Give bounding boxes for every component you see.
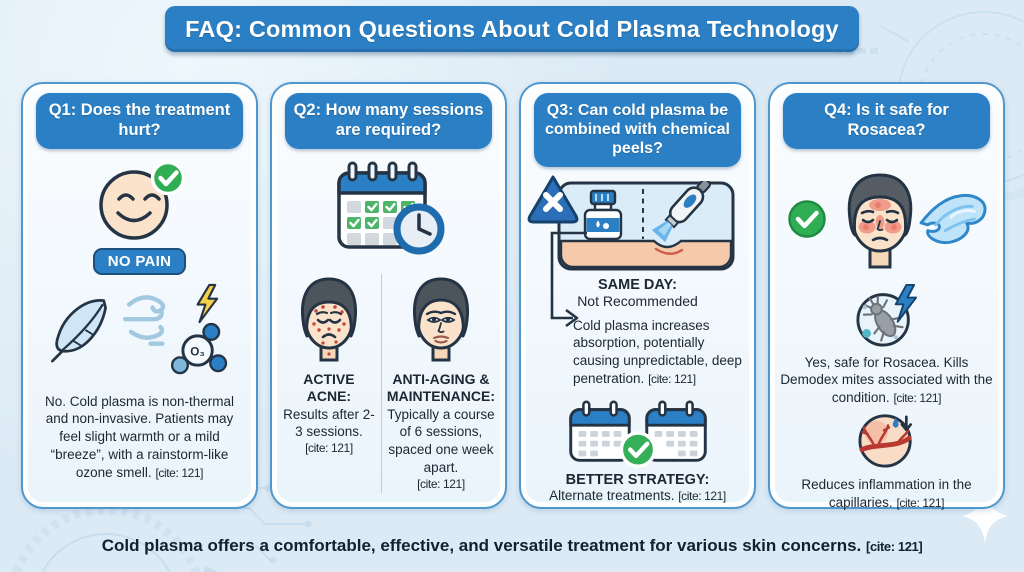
strategy-text: Alternate treatments. bbox=[549, 487, 675, 503]
active-acne-body: Results after 2-3 sessions. bbox=[283, 406, 375, 440]
q3-illustration bbox=[521, 175, 754, 275]
same-day-block: SAME DAY: Not Recommended bbox=[521, 277, 754, 309]
same-day-status: Not Recommended bbox=[577, 292, 698, 309]
acne-face-icon bbox=[300, 277, 357, 362]
q4-answer-1: Yes, safe for Rosacea. Kills Demodex mit… bbox=[780, 354, 993, 407]
check-icon bbox=[150, 160, 185, 195]
wind-icon bbox=[122, 294, 165, 346]
svg-text:O₃: O₃ bbox=[190, 345, 205, 358]
warning-x-icon bbox=[527, 175, 579, 224]
strategy-cite: [cite: 121] bbox=[678, 488, 726, 503]
q4-answer-2-text: Reduces inflammation in the capillaries. bbox=[801, 477, 972, 510]
anti-aging-title: ANTI-AGING & MAINTENANCE: bbox=[386, 370, 495, 405]
q4-question: Q4: Is it safe for Rosacea? bbox=[783, 93, 990, 149]
q1-answer-text: No. Cold plasma is non-thermal and non-i… bbox=[44, 393, 235, 480]
check-icon bbox=[619, 431, 656, 468]
clock-icon bbox=[393, 203, 444, 255]
q3-detail-text: Cold plasma increases absorption, potent… bbox=[573, 317, 742, 386]
q1-cite: [cite: 121] bbox=[155, 465, 204, 480]
active-acne-cite: [cite: 121] bbox=[305, 441, 353, 456]
capillary-icon bbox=[857, 414, 912, 468]
skin-layer bbox=[559, 239, 733, 268]
strategy-label: BETTER STRATEGY: bbox=[565, 471, 710, 488]
q3-question: Q3: Can cold plasma be combined with che… bbox=[534, 93, 741, 167]
q4-answer-1-text: Yes, safe for Rosacea. Kills Demodex mit… bbox=[780, 354, 993, 406]
q4-cite-2: [cite: 121] bbox=[896, 495, 945, 510]
ozone-molecule-icon: O₃ bbox=[170, 322, 227, 374]
connector-arrow bbox=[550, 231, 587, 328]
wind-lightning-ozone-cluster: O₃ bbox=[122, 283, 227, 374]
anti-aging-body: Typically a course of 6 sessions, spaced… bbox=[387, 406, 495, 476]
footer-cite: [cite: 121] bbox=[866, 539, 923, 554]
clear-face-icon bbox=[412, 277, 469, 362]
active-acne-title: ACTIVE ACNE: bbox=[303, 370, 355, 405]
footer-text: Cold plasma offers a comfortable, effect… bbox=[101, 536, 862, 555]
q1-question: Q1: Does the treatment hurt? bbox=[36, 93, 243, 149]
card-q3: Q3: Can cold plasma be combined with che… bbox=[519, 82, 756, 509]
footer-summary: Cold plasma offers a comfortable, effect… bbox=[0, 536, 1024, 556]
better-strategy-block: BETTER STRATEGY: Alternate treatments. [… bbox=[521, 472, 754, 503]
feather-icon bbox=[50, 298, 107, 363]
arrow-down-icon bbox=[900, 415, 912, 432]
lightning-icon bbox=[195, 283, 218, 323]
no-pain-badge: NO PAIN bbox=[92, 247, 187, 275]
peel-bottle-icon bbox=[583, 189, 623, 240]
q4-cite-1: [cite: 121] bbox=[893, 391, 942, 406]
q3-detail: Cold plasma increases absorption, potent… bbox=[573, 317, 746, 388]
page-title: FAQ: Common Questions About Cold Plasma … bbox=[165, 6, 859, 52]
q4-answer-2: Reduces inflammation in the capillaries.… bbox=[780, 476, 993, 512]
anti-aging-column: ANTI-AGING & MAINTENANCE: Typically a co… bbox=[382, 274, 500, 493]
check-icon bbox=[787, 199, 826, 238]
q2-question: Q2: How many sessions are required? bbox=[285, 93, 492, 149]
happy-face-icon bbox=[98, 160, 185, 240]
rosacea-face-icon bbox=[847, 173, 912, 269]
lightning-icon bbox=[894, 283, 917, 323]
card-q1: Q1: Does the treatment hurt? NO PAIN bbox=[21, 82, 258, 509]
droplet-icon bbox=[892, 417, 899, 428]
calendar-clock-icon bbox=[336, 161, 444, 255]
demodex-mite-icon bbox=[855, 283, 917, 347]
alternate-calendars-icon bbox=[568, 400, 707, 468]
plasma-device-icon bbox=[651, 180, 712, 242]
plasma-flame-icon bbox=[919, 193, 986, 244]
peel-vs-plasma-illustration bbox=[557, 180, 735, 271]
anti-aging-cite: [cite: 121] bbox=[417, 476, 465, 491]
card-q2: Q2: How many sessions are required? bbox=[270, 82, 507, 509]
same-day-label: SAME DAY: bbox=[598, 276, 677, 293]
active-acne-column: ACTIVE ACNE: Results after 2-3 sessions.… bbox=[277, 273, 382, 493]
q3-detail-cite: [cite: 121] bbox=[648, 372, 696, 386]
q1-answer: No. Cold plasma is non-thermal and non-i… bbox=[34, 393, 245, 482]
card-q4: Q4: Is it safe for Rosacea? bbox=[768, 82, 1005, 512]
